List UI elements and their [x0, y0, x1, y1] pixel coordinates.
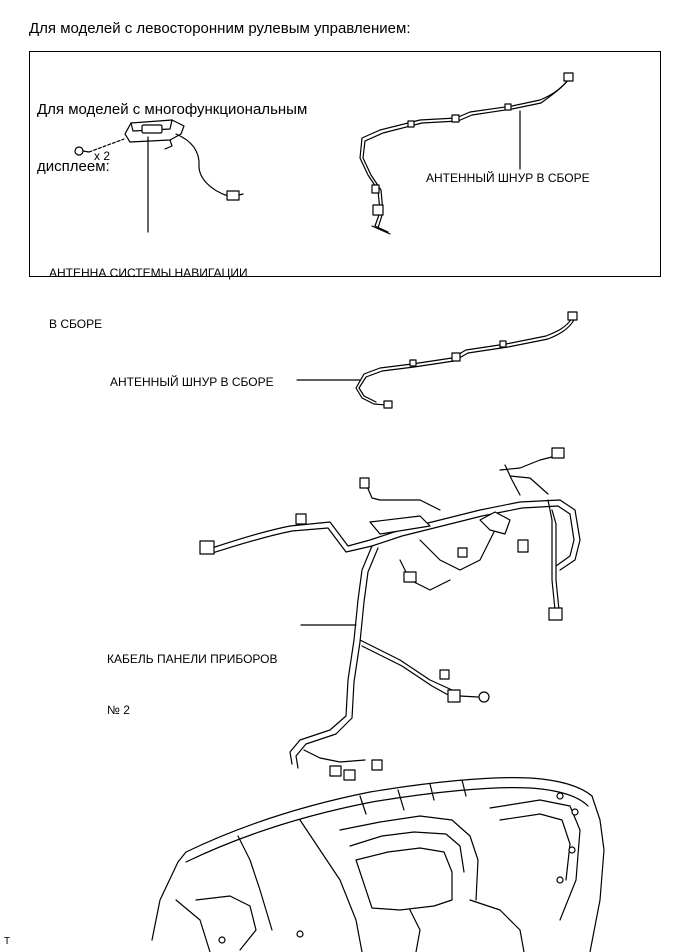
dashboard-drawing [151, 777, 605, 952]
panel-title-line-2: дисплеем: [37, 158, 110, 175]
instrument-panel-cable-label-line-1: КАБЕЛЬ ПАНЕЛИ ПРИБОРОВ [107, 652, 278, 666]
screw-icon [74, 146, 90, 156]
page-heading: Для моделей с левосторонним рулевым упра… [29, 20, 411, 37]
navigation-antenna-label-line-2: В СБОРЕ [49, 317, 103, 331]
panel-antenna-cord-label: АНТЕННЫЙ ШНУР В СБОРЕ [426, 171, 590, 185]
panel-title-line-1: Для моделей с многофункциональным [37, 101, 308, 118]
antenna-cord-drawing [355, 311, 578, 409]
antenna-cord-drawing-panel [359, 72, 574, 235]
instrument-panel-cable-label: КАБЕЛЬ ПАНЕЛИ ПРИБОРОВ № 2 [107, 617, 278, 736]
instrument-panel-wire-harness-drawing [199, 447, 581, 781]
navigation-antenna-label-line-1: АНТЕННА СИСТЕМЫ НАВИГАЦИИ [49, 266, 248, 280]
navigation-antenna-drawing [124, 119, 244, 201]
antenna-cord-label: АНТЕННЫЙ ШНУР В СБОРЕ [110, 375, 274, 389]
quantity-label: x 2 [94, 149, 111, 163]
corner-mark: T [4, 936, 11, 947]
navigation-antenna-label: АНТЕННА СИСТЕМЫ НАВИГАЦИИ В СБОРЕ [49, 231, 248, 350]
instrument-panel-cable-label-line-2: № 2 [107, 703, 130, 717]
panel-title: Для моделей с многофункциональным диспле… [37, 62, 307, 195]
multifunction-display-panel [29, 51, 661, 277]
